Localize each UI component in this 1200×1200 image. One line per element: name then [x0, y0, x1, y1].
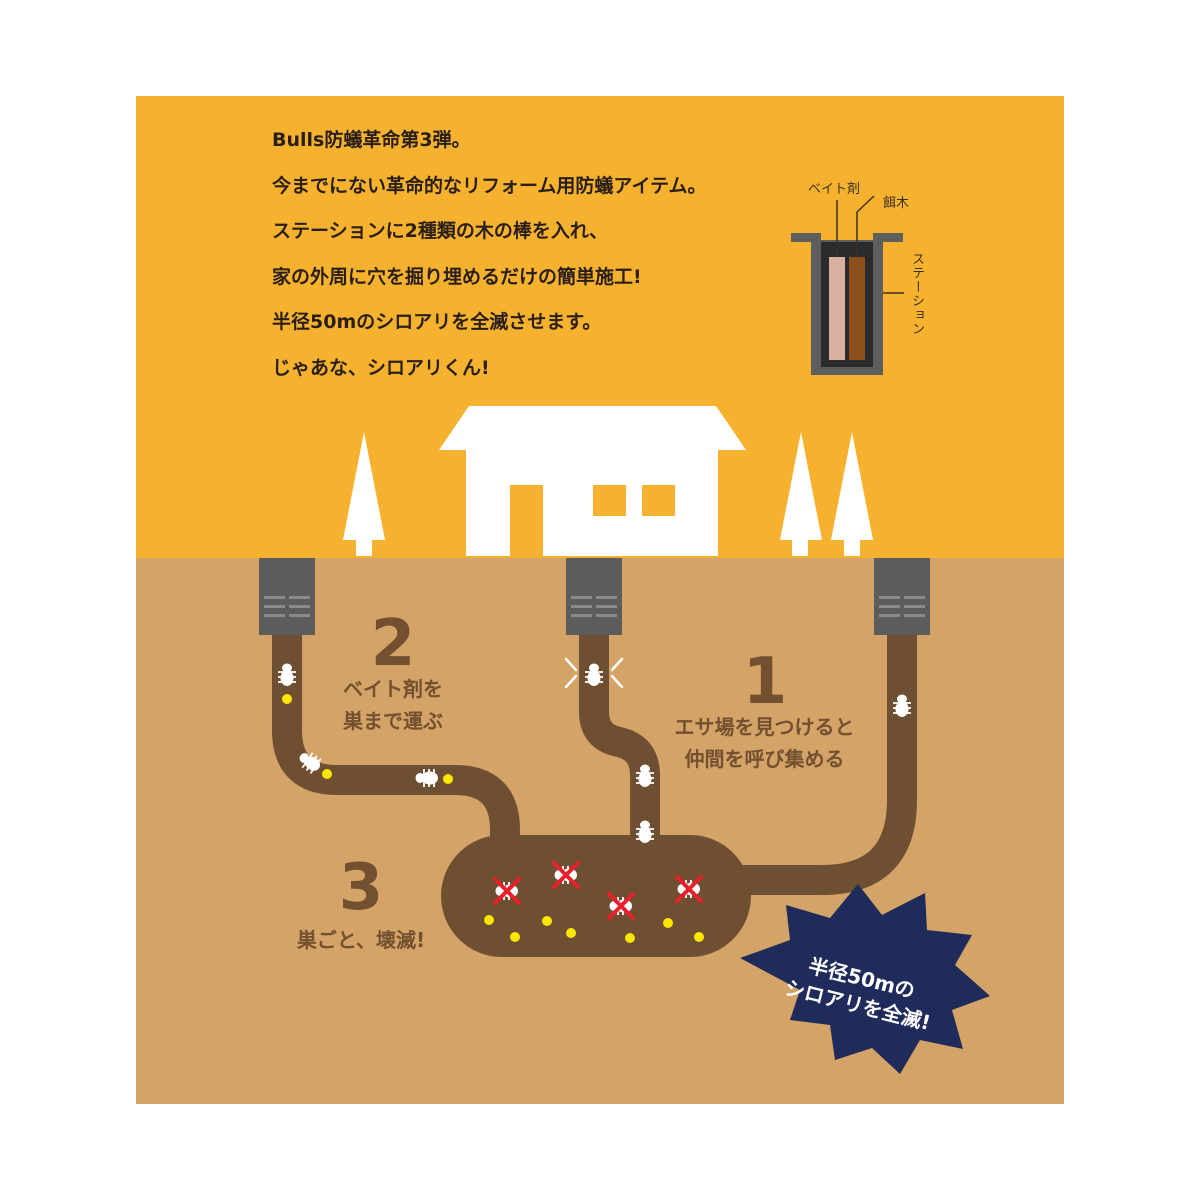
intro-line: 今までにない革命的なリフォーム用防蟻アイテム。: [272, 174, 707, 197]
termite-icon: [278, 663, 296, 686]
intro-line: 半径50mのシロアリを全滅させます。: [272, 311, 602, 333]
station-inner: [821, 242, 873, 367]
step-1-caption-line-2: 仲間を呼び集める: [684, 747, 845, 771]
termite-icon: [893, 694, 911, 717]
tunnel-left: [272, 617, 520, 863]
wood-stick: [849, 257, 865, 360]
dead-termite-icon: [607, 892, 635, 920]
result-badge: 半径50mの シロアリを全滅!: [740, 884, 990, 1074]
house-door: [510, 485, 543, 556]
step-2-number: 2: [370, 607, 416, 681]
house-window-right: [642, 485, 675, 516]
dead-termite-icon: [552, 861, 580, 889]
step-1-caption-line-1: エサ場を見つけると: [674, 715, 855, 739]
station-label: ステーション: [909, 252, 924, 336]
intro-line: ステーションに2種類の木の棒を入れ、: [272, 220, 609, 242]
starburst-shape: [740, 884, 990, 1074]
bait-dots: [282, 694, 704, 943]
tree-right-1: [780, 432, 822, 556]
termite-icon: [585, 663, 603, 686]
termite-icon: [636, 820, 654, 843]
alert-lines-icon: [564, 657, 624, 689]
dead-termite-icon: [675, 875, 703, 903]
house-roof: [439, 406, 746, 450]
step-2-caption-line-1: ベイト剤を: [343, 677, 443, 701]
intro-line: Bulls防蟻革命第3弾。: [272, 129, 471, 151]
bait-stick: [829, 257, 845, 360]
tree-right-2: [831, 432, 873, 556]
bait-station-left: [259, 558, 315, 635]
intro-text: Bulls防蟻革命第3弾。 今までにない革命的なリフォーム用防蟻アイテム。 ステ…: [272, 122, 707, 395]
intro-line: 家の外周に穴を掘り埋めるだけの簡単施工!: [272, 265, 642, 288]
bait-station-right: [874, 558, 930, 635]
step-3-caption: 巣ごと、壊滅!: [296, 928, 426, 952]
tree-left: [343, 432, 385, 556]
bait-station-middle: [566, 558, 622, 635]
termite-icon: [299, 752, 322, 774]
step-3-number: 3: [338, 851, 384, 925]
dead-termite-icon: [493, 877, 521, 905]
intro-line: じゃあな、シロアリくん!: [272, 356, 490, 379]
wood-label: 餌木: [883, 196, 910, 211]
termite-nest: [441, 835, 751, 957]
house-window-left: [593, 485, 626, 516]
termite-icon: [636, 764, 654, 787]
step-1-number: 1: [742, 645, 788, 719]
tunnel-right: [725, 617, 917, 895]
termite-icon: [415, 769, 438, 787]
house-wall: [466, 450, 718, 556]
step-2-caption-line-2: 巣まで運ぶ: [343, 709, 443, 733]
station-cross-section: [791, 195, 904, 375]
station-lid-right: [873, 233, 903, 242]
wood-leader-diagonal: [856, 195, 875, 213]
house: [439, 406, 746, 556]
station-lid-left: [791, 233, 821, 242]
bait-label: ベイト剤: [808, 182, 861, 197]
